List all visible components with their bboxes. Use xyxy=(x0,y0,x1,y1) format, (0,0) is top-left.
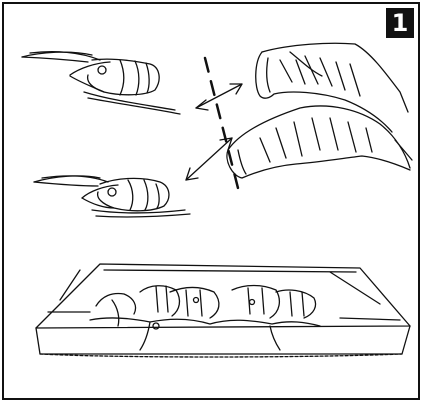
finger-upper-icon xyxy=(256,43,408,132)
dashed-divider xyxy=(205,58,239,192)
shrimp-lower-icon xyxy=(34,176,190,217)
double-arrow-lower-icon xyxy=(186,138,232,180)
tray-icon xyxy=(36,264,410,357)
double-arrow-upper-icon xyxy=(196,84,242,110)
finger-lower-icon xyxy=(227,106,412,178)
tray-shrimp-group xyxy=(90,286,320,351)
shrimp-upper-icon xyxy=(22,52,180,114)
